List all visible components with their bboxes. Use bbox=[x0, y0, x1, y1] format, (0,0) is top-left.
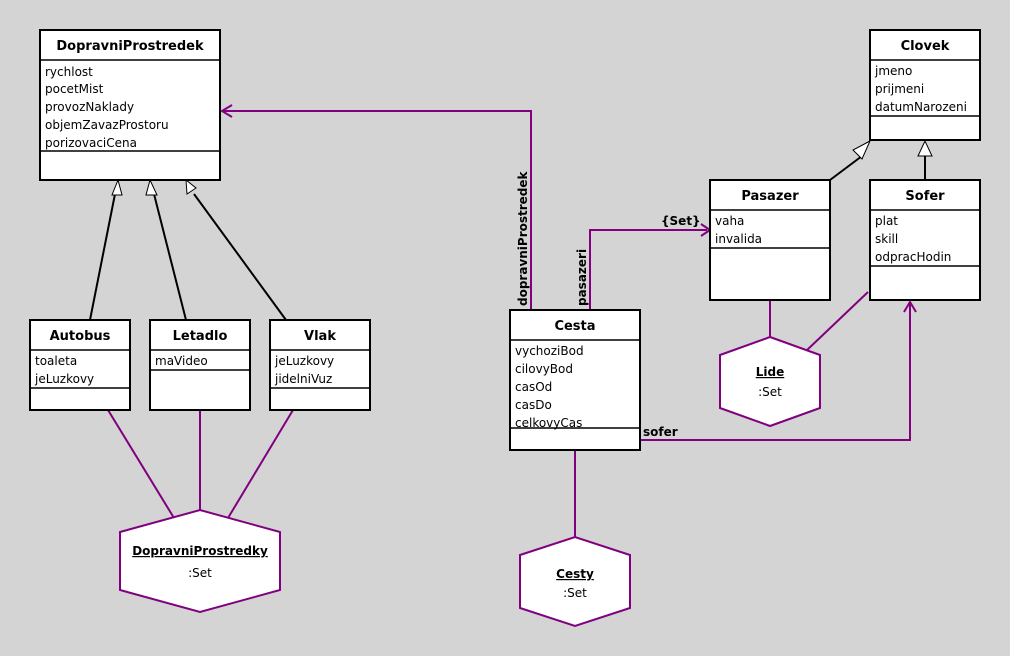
set-cesty[interactable]: Cesty :Set bbox=[519, 535, 631, 628]
pasazer-inherit-line bbox=[829, 155, 863, 181]
attribute: rychlost bbox=[45, 65, 93, 79]
sofer-association-line bbox=[640, 303, 911, 441]
pasazer-triangle bbox=[852, 139, 872, 160]
attribute: vychoziBod bbox=[515, 344, 584, 358]
attribute: pocetMist bbox=[45, 82, 104, 96]
attribute: plat bbox=[875, 214, 898, 228]
attribute: jeLuzkovy bbox=[274, 354, 334, 368]
vlak-inherit-line bbox=[193, 193, 287, 321]
set-name: Lide bbox=[756, 365, 785, 379]
class-title: Cesta bbox=[554, 319, 595, 334]
attribute: cilovyBod bbox=[515, 362, 573, 376]
class-vlak[interactable]: Vlak jeLuzkovy jidelniVuz bbox=[269, 319, 371, 411]
attribute: casDo bbox=[515, 398, 552, 412]
class-pasazer[interactable]: Pasazer vaha invalida bbox=[709, 179, 831, 301]
class-sofer[interactable]: Sofer plat skill odpracHodin bbox=[869, 179, 981, 301]
class-autobus[interactable]: Autobus toaleta jeLuzkovy bbox=[29, 319, 131, 411]
class-clovek[interactable]: Clovek jmeno prijmeni datumNarozeni bbox=[869, 29, 981, 141]
pasazeri-association-line bbox=[589, 229, 707, 310]
dopravni-association-label: dopravniProstredek bbox=[516, 170, 530, 306]
attribute: porizovaciCena bbox=[45, 136, 137, 150]
set-type: :Set bbox=[563, 586, 587, 600]
class-title: DopravniProstredek bbox=[56, 39, 204, 54]
attribute: provozNaklady bbox=[45, 100, 134, 114]
attribute: odpracHodin bbox=[875, 250, 951, 264]
vlak-triangle bbox=[185, 178, 197, 195]
sofer-set-line bbox=[805, 291, 869, 352]
attribute: vaha bbox=[715, 214, 744, 228]
attribute: objemZavazProstoru bbox=[45, 118, 169, 132]
attribute: jeLuzkovy bbox=[34, 372, 94, 386]
dopravni-arrowhead bbox=[220, 104, 233, 118]
set-name: DopravniProstredky bbox=[132, 544, 268, 558]
set-multiplicity-label: {Set} bbox=[661, 214, 701, 228]
sofer-arrowhead bbox=[903, 300, 917, 313]
pasazeri-association-label: pasazeri bbox=[575, 249, 589, 306]
attribute: prijmeni bbox=[875, 82, 924, 96]
vlak-set-line bbox=[227, 409, 294, 519]
class-title: Pasazer bbox=[741, 189, 799, 204]
autobus-inherit-line bbox=[89, 193, 116, 321]
autobus-set-line bbox=[107, 409, 175, 519]
set-dopravniprostredky[interactable]: DopravniProstredky :Set bbox=[119, 508, 281, 614]
sofer-triangle bbox=[917, 139, 933, 157]
class-title: Autobus bbox=[50, 329, 111, 344]
attribute: toaleta bbox=[35, 354, 77, 368]
attribute: datumNarozeni bbox=[875, 100, 967, 114]
set-name: Cesty bbox=[556, 567, 594, 581]
attribute: invalida bbox=[715, 232, 762, 246]
attribute: celkovyCas bbox=[515, 416, 582, 430]
set-type: :Set bbox=[758, 385, 782, 399]
dopravni-association-line bbox=[222, 110, 532, 310]
letadlo-inherit-line bbox=[153, 193, 187, 321]
attribute: skill bbox=[875, 232, 898, 246]
attribute: jidelniVuz bbox=[274, 372, 332, 386]
class-dopravniprostredek[interactable]: DopravniProstredek rychlost pocetMist pr… bbox=[39, 29, 221, 181]
attribute: casOd bbox=[515, 380, 552, 394]
sofer-association-label: sofer bbox=[643, 425, 678, 439]
class-title: Vlak bbox=[304, 329, 336, 344]
class-title: Clovek bbox=[901, 39, 950, 54]
attribute: jmeno bbox=[874, 64, 912, 78]
set-lide[interactable]: Lide :Set bbox=[719, 335, 821, 428]
class-letadlo[interactable]: Letadlo maVideo bbox=[149, 319, 251, 411]
letadlo-triangle bbox=[145, 178, 158, 196]
autobus-triangle bbox=[111, 178, 123, 196]
set-type: :Set bbox=[188, 566, 212, 580]
class-title: Letadlo bbox=[173, 329, 228, 344]
class-title: Sofer bbox=[905, 189, 945, 204]
class-cesta[interactable]: Cesta vychoziBod cilovyBod casOd casDo c… bbox=[509, 309, 641, 451]
attribute: maVideo bbox=[155, 354, 208, 368]
